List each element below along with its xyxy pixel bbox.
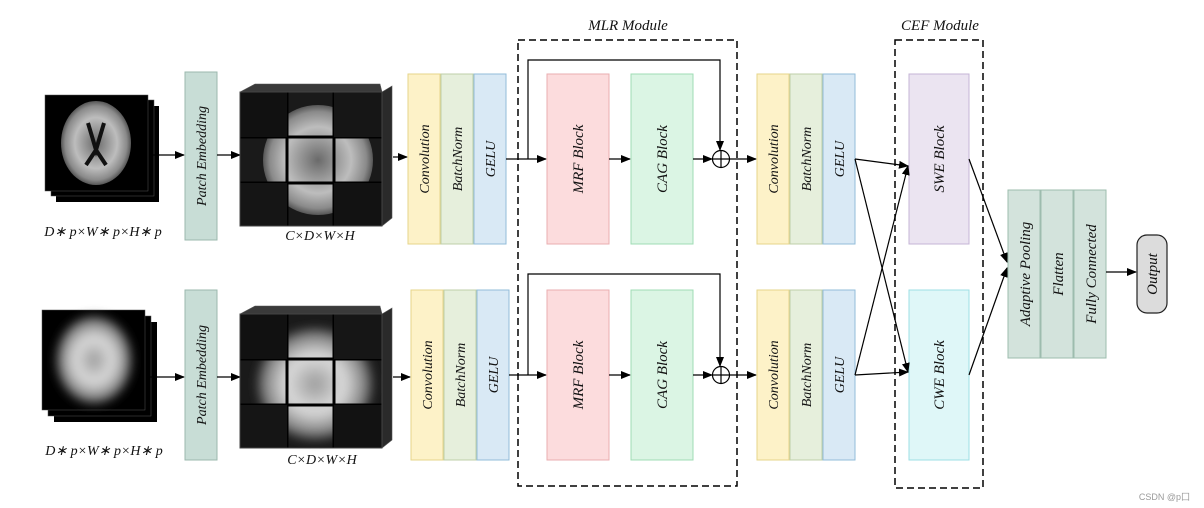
fully-connected-block: [1073, 189, 1107, 359]
add-node-2: [711, 365, 731, 385]
batchnorm-label-4: BatchNorm: [800, 343, 815, 408]
stream-bottom: D∗ p×W∗ p×H∗ p Patch Embedding C×D×W×H: [41, 273, 856, 468]
patch-embedding-label-2: Patch Embedding: [195, 325, 210, 426]
cag-label: CAG Block: [655, 125, 671, 193]
mrf-block: [546, 73, 610, 245]
swe-block: [908, 73, 970, 245]
convolution-block: [407, 73, 441, 245]
convolution-block-4: [756, 289, 790, 461]
convolution-label: Convolution: [418, 124, 433, 193]
adaptive-pooling-block: [1007, 189, 1041, 359]
gelu-block: [473, 73, 507, 245]
batchnorm-block-2: [789, 73, 823, 245]
stream-top: D∗ p×W∗ p×H∗ p Patch Embedding: [43, 59, 856, 245]
batchnorm-label-3: BatchNorm: [454, 343, 469, 408]
output-label: Output: [1145, 252, 1161, 295]
gelu-block-2: [822, 73, 856, 245]
flatten-label: Flatten: [1051, 252, 1067, 296]
add-node: [711, 149, 731, 169]
mrf-block-2: [546, 289, 610, 461]
cross-connections: [854, 158, 1008, 377]
batchnorm-block-3: [443, 289, 477, 461]
input-dim-label-2: D∗ p×W∗ p×H∗ p: [44, 444, 162, 459]
cag-block: [630, 73, 694, 245]
mri-input-stack: [44, 94, 159, 202]
gelu-label-3: GELU: [487, 356, 502, 393]
mrf-label-2: MRF Block: [571, 340, 587, 410]
pet-input-stack: [41, 309, 157, 422]
cef-module-title: CEF Module: [901, 18, 979, 34]
convolution-block-3: [410, 289, 444, 461]
patch-embedding-block: [184, 71, 218, 241]
gelu-label: GELU: [484, 140, 499, 177]
mlr-module-title: MLR Module: [587, 18, 668, 34]
batchnorm-label-2: BatchNorm: [800, 127, 815, 192]
cag-label-2: CAG Block: [655, 341, 671, 409]
patch-volume: [239, 83, 393, 227]
output-block: [1136, 234, 1168, 314]
convolution-label-4: Convolution: [767, 340, 782, 409]
mlr-module-box: [517, 39, 738, 487]
convolution-block-2: [756, 73, 790, 245]
patch-volume-2: [239, 305, 393, 449]
cag-block-2: [630, 289, 694, 461]
gelu-label-4: GELU: [833, 356, 848, 393]
fully-connected-label: Fully Connected: [1084, 224, 1100, 325]
watermark: CSDN @p囗: [1139, 492, 1190, 502]
cef-module-box: [894, 39, 984, 489]
batchnorm-label: BatchNorm: [451, 127, 466, 192]
adaptive-pooling-label: Adaptive Pooling: [1018, 221, 1034, 327]
gelu-block-3: [476, 289, 510, 461]
convolution-label-3: Convolution: [421, 340, 436, 409]
cwe-block: [908, 289, 970, 461]
mrf-label: MRF Block: [571, 124, 587, 194]
gelu-label-2: GELU: [833, 140, 848, 177]
embed-dim-label-2: C×D×W×H: [287, 453, 357, 468]
batchnorm-block: [440, 73, 474, 245]
convolution-label-2: Convolution: [767, 124, 782, 193]
flatten-block: [1040, 189, 1074, 359]
embed-dim-label: C×D×W×H: [285, 229, 355, 244]
patch-embedding-block-2: [184, 289, 218, 461]
swe-label: SWE Block: [932, 125, 948, 192]
batchnorm-block-4: [789, 289, 823, 461]
input-dim-label: D∗ p×W∗ p×H∗ p: [43, 225, 161, 240]
cwe-label: CWE Block: [932, 340, 948, 410]
patch-embedding-label: Patch Embedding: [195, 106, 210, 207]
